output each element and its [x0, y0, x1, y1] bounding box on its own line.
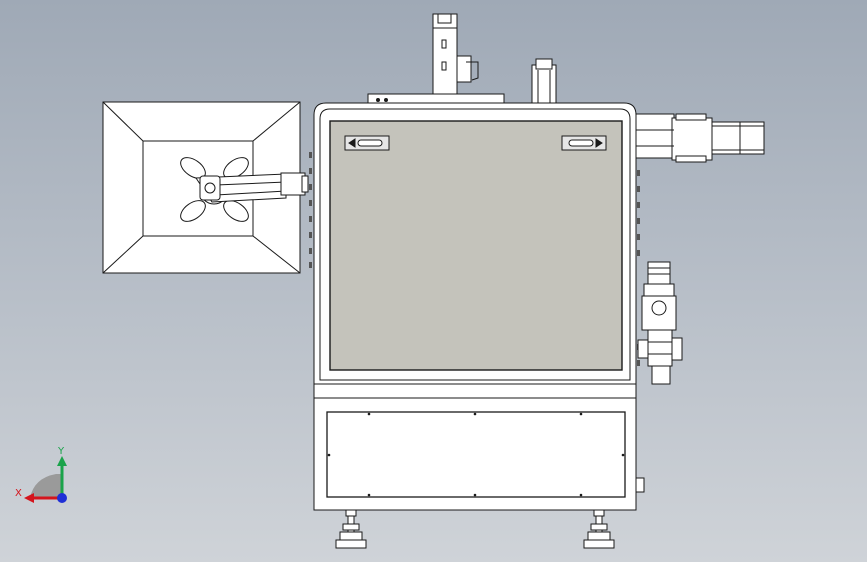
slider-indicator-right	[561, 135, 607, 151]
side-motor	[635, 113, 765, 163]
triad-y-label: Y	[57, 446, 65, 457]
side-fasteners-right	[637, 170, 640, 366]
top-mast	[367, 13, 505, 109]
slider-right-arrow-icon	[595, 138, 603, 148]
lower-access-panel	[326, 411, 626, 498]
cabinet-base-band	[313, 383, 637, 399]
triad-z-axis	[57, 493, 67, 503]
monitor-arm	[195, 172, 309, 203]
monitor-assembly	[102, 101, 309, 274]
side-fasteners-left	[309, 152, 312, 268]
slider-left-arrow-icon	[348, 138, 356, 148]
panel-screws	[327, 412, 625, 497]
slider-indicator-left	[344, 135, 390, 151]
triad-plane	[30, 474, 62, 498]
leveling-foot-right	[583, 509, 615, 549]
leveling-foot-left	[335, 509, 367, 549]
window-panel	[329, 120, 623, 371]
axis-triad: X Y	[15, 446, 67, 503]
cabinet	[309, 102, 645, 511]
air-regulator	[637, 261, 683, 385]
triad-x-label: X	[15, 488, 22, 499]
top-cylinder	[531, 58, 557, 106]
